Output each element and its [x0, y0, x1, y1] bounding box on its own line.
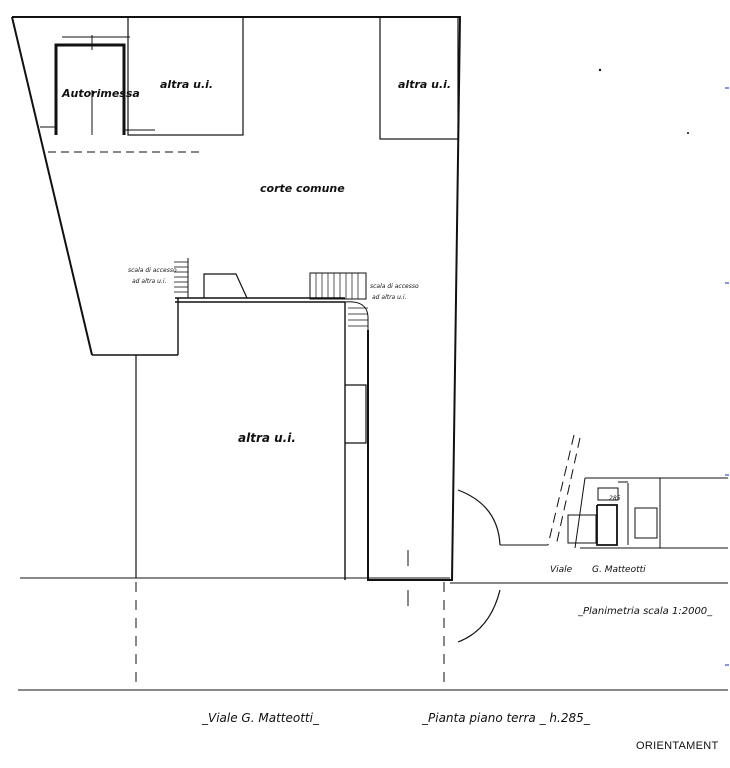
label-viale-bottom: _Viale G. Matteotti_: [201, 711, 320, 725]
label-orientamento: ORIENTAMENT: [636, 740, 719, 752]
label-altra-ui-right: altra u.i.: [398, 78, 451, 91]
garage-room: [40, 30, 155, 135]
label-matteotti-site: G. Matteotti: [592, 565, 646, 575]
street-lines: [18, 550, 728, 691]
label-scala-left-1: scala di accesso: [128, 267, 177, 274]
label-altra-ui-top: altra u.i.: [160, 78, 213, 91]
label-viale-site: Viale: [550, 565, 573, 575]
label-pianta: _Pianta piano terra _ h.285_: [421, 711, 591, 725]
site-plan: [500, 434, 728, 549]
unit-top-left: [127, 16, 244, 136]
label-planimetria: _Planimetria scala 1:2000_: [577, 606, 713, 617]
stray-dot: [687, 132, 689, 134]
stair-right: [309, 272, 369, 330]
label-scala-right-2: ad altra u.i.: [372, 294, 407, 301]
small-structure: [203, 273, 248, 299]
arc-lower: [457, 589, 501, 643]
stray-dot: [598, 68, 602, 72]
label-altra-ui-center: altra u.i.: [238, 431, 296, 445]
arc-upper: [457, 489, 501, 546]
label-scala-right-1: scala di accesso: [370, 283, 419, 290]
edge-marks: [725, 87, 729, 666]
label-scala-left-2: ad altra u.i.: [132, 278, 167, 285]
label-285: 285: [609, 495, 621, 502]
label-corte-comune: corte comune: [260, 182, 345, 195]
unit-top-right: [379, 16, 459, 140]
stair-left: [174, 258, 189, 298]
label-autorimessa: Autorimessa: [61, 87, 140, 100]
building-outline: [11, 16, 462, 581]
